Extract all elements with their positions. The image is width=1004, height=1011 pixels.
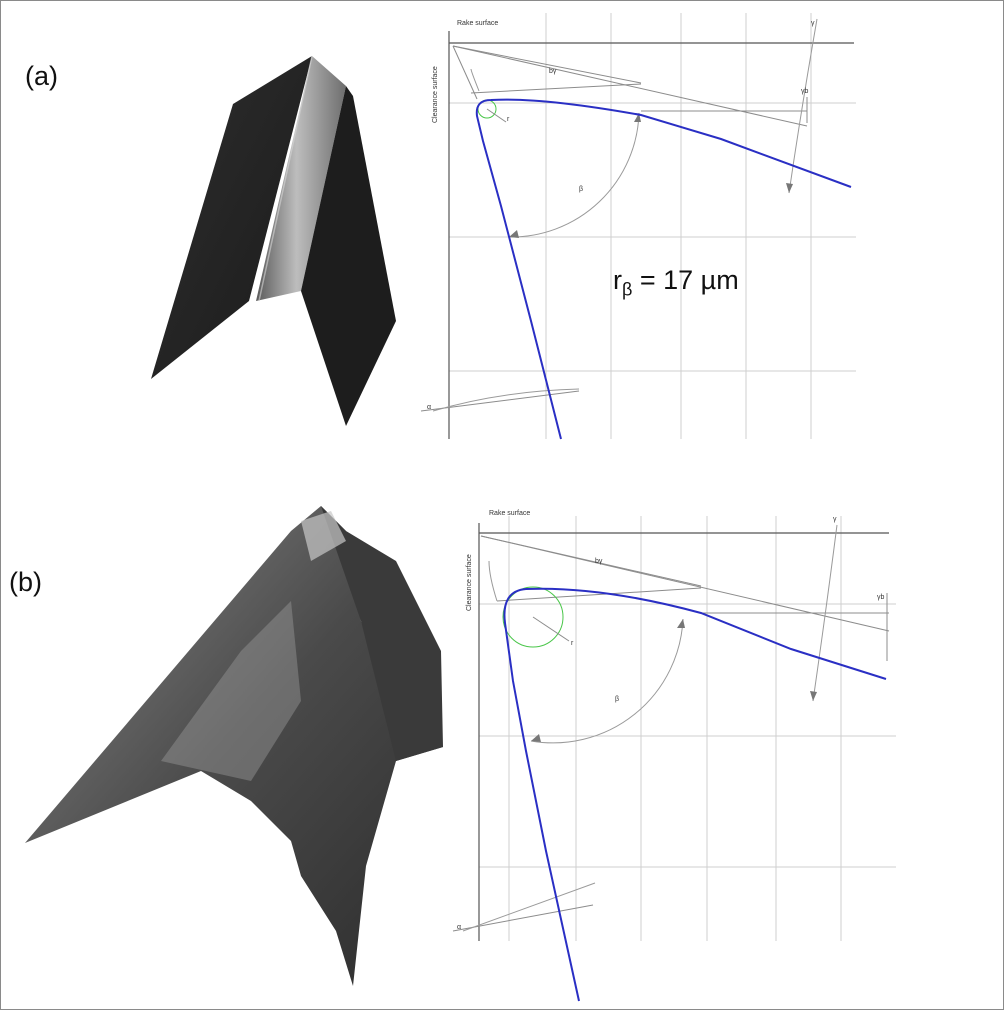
wedge-angle-label-b: β <box>615 696 619 703</box>
annotation-symbol: r <box>613 265 622 295</box>
clearance-angle-label-a: α <box>427 404 431 411</box>
edge-profile-curve-a <box>475 98 852 440</box>
edge-surface-a <box>151 55 396 426</box>
wedge-angle-arc-b <box>530 618 684 744</box>
rake-face-b <box>25 506 443 986</box>
rake-surface-label-b: Rake surface <box>489 510 530 517</box>
annotation-subscript: β <box>622 279 633 300</box>
bgamma-label-a: bγ <box>549 68 557 75</box>
edge-profile-curve-b <box>503 587 887 1002</box>
profile-plot-a: Rake surface Clearance surface bγ β γ γb… <box>420 13 856 440</box>
bgamma-label-b: bγ <box>595 558 603 565</box>
edge-surface-b <box>25 506 443 986</box>
clearance-angle-label-b: α <box>457 924 461 931</box>
worn-region-b <box>161 601 301 781</box>
tip-highlight-b <box>301 511 346 561</box>
clearance-angle-arc-b <box>462 882 596 932</box>
edge-highlight-a <box>258 55 313 302</box>
gammab-label-a: γb <box>801 88 809 95</box>
edge-rounding-band-a <box>256 56 346 301</box>
rake-angle-arc-a <box>788 18 818 194</box>
wedge-angle-arc-a <box>508 112 640 238</box>
rake-angle-arc-b <box>812 524 838 702</box>
flank-face-b <box>321 506 443 761</box>
profile-plot-b: Rake surface Clearance surface bγ β γ γb… <box>452 510 896 1002</box>
rake-face-a <box>151 56 312 379</box>
gammab-label-b: γb <box>877 594 885 601</box>
rake-angle-label-b: γ <box>833 516 837 523</box>
edge-radius-annotation-a: rβ = 17 µm <box>613 265 739 300</box>
clearance-surface-label-b: Clearance surface <box>466 554 473 611</box>
wedge-angle-label-a: β <box>579 186 583 193</box>
panel-b-label: (b) <box>9 567 42 597</box>
rake-surface-label-a: Rake surface <box>457 20 498 27</box>
panel-a-label: (a) <box>25 61 58 91</box>
edge-radius-circle-b <box>502 586 564 648</box>
flank-face-a <box>301 86 396 426</box>
rake-angle-label-a: γ <box>811 20 815 27</box>
annotation-value: = 17 µm <box>632 265 739 295</box>
clearance-angle-arc-a <box>432 388 580 412</box>
radius-label-b: r <box>571 640 574 647</box>
clearance-surface-label-a: Clearance surface <box>432 66 439 123</box>
radius-label-a: r <box>507 116 510 123</box>
